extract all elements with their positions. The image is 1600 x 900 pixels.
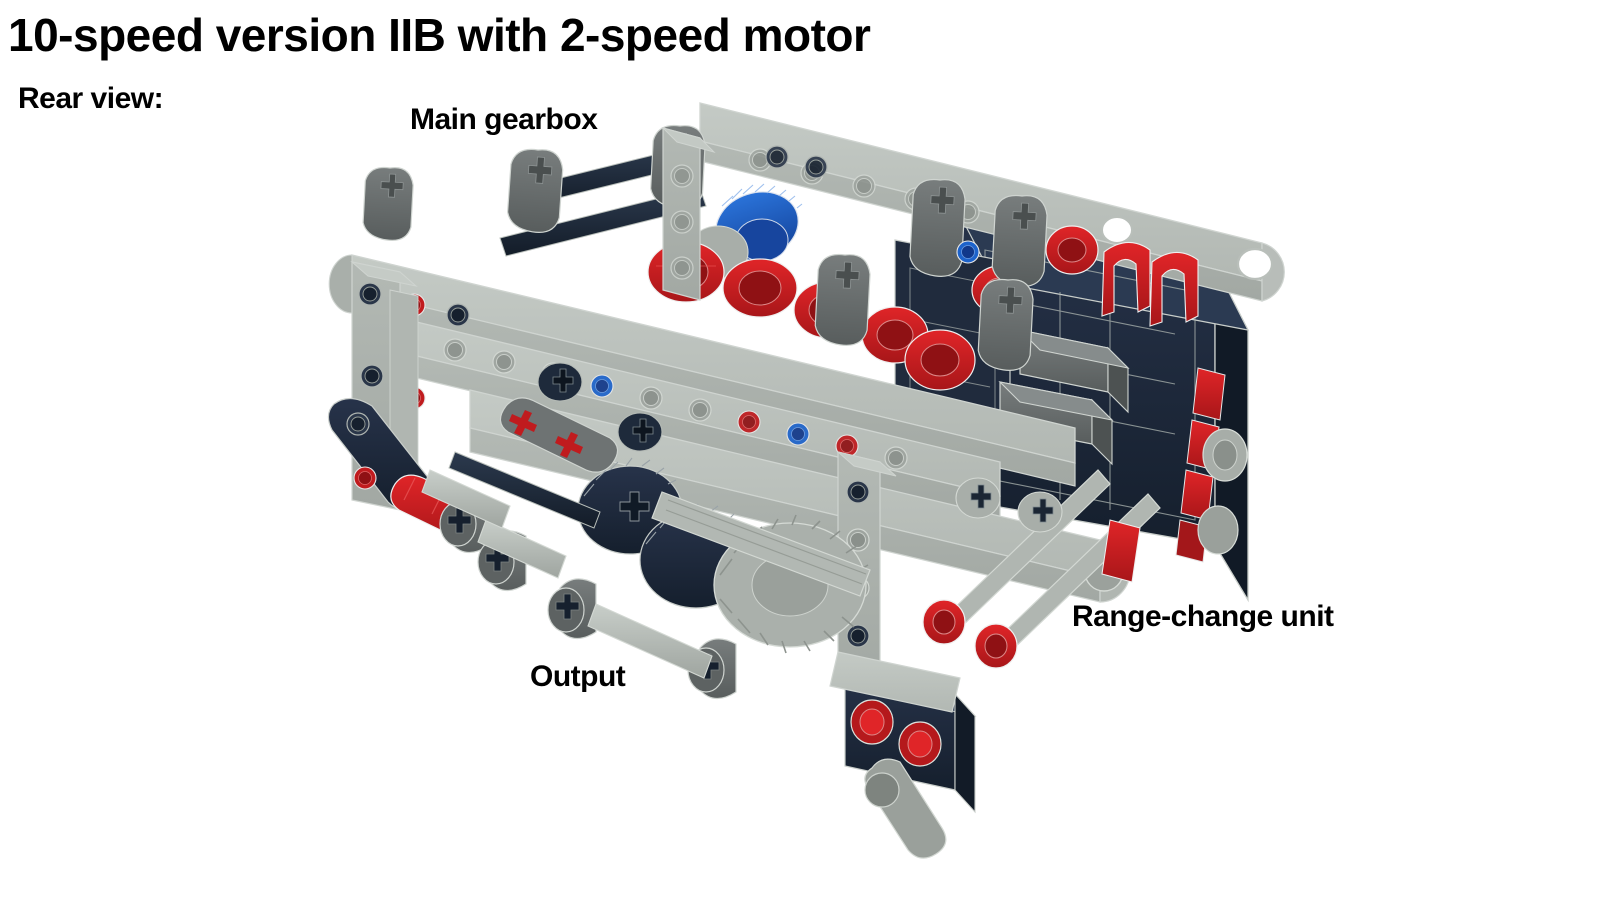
top-rear-beam — [699, 102, 1285, 302]
axle-connector-red-cross — [499, 397, 619, 473]
view-label: Rear view: — [18, 82, 164, 115]
clutch-collars — [998, 329, 1130, 466]
annotation-range-change-unit: Range-change unit — [1072, 600, 1334, 633]
page-title: 10-speed version IIB with 2-speed motor — [8, 9, 871, 61]
red-beam-right-lower — [1101, 519, 1141, 583]
red-bush-lower — [974, 623, 1018, 669]
annotation-output: Output — [530, 660, 626, 693]
annotation-main-gearbox: Main gearbox — [410, 103, 598, 136]
output-axle-row — [421, 362, 737, 700]
lower-bevel-gear-cluster — [577, 457, 871, 654]
red-bush-pair — [850, 699, 942, 767]
center-vertical-beam — [661, 127, 716, 301]
red-bush-upper — [922, 599, 966, 645]
shift-forks-red — [1101, 241, 1199, 327]
main-gearbox-cluster — [362, 124, 1199, 391]
output-end-block — [829, 651, 977, 859]
